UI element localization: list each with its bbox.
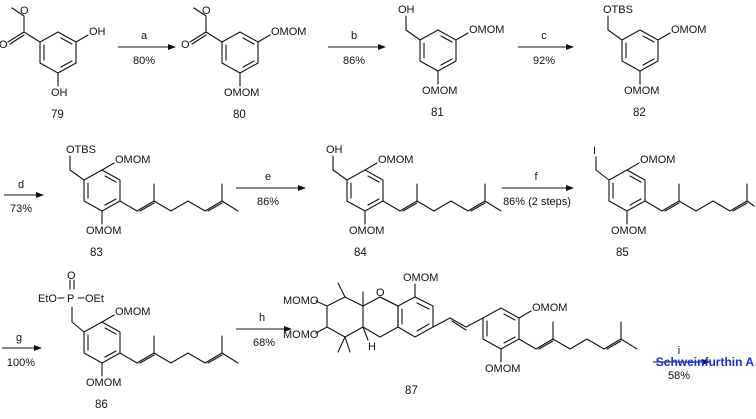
compound-number: 81 (431, 107, 444, 119)
ring-oxygen-label: O (376, 287, 385, 299)
compound-number: 85 (616, 247, 629, 259)
reaction-arrow-i: i 58% (653, 345, 710, 382)
reaction-arrow-h: h 68% (236, 312, 292, 349)
step-yield: 58% (668, 370, 690, 382)
compound-number: 84 (354, 247, 367, 259)
compound-number: 87 (405, 385, 418, 397)
step-letter: e (265, 171, 271, 183)
compound-83: OTBS OMOM OMOM 83 (66, 144, 239, 259)
compound-87: MOMO MOMO O OMOM H OMOM OMOM 87 (283, 272, 638, 397)
reaction-arrow-g: g 100% (2, 332, 42, 369)
substituent-label: OMOM (624, 85, 659, 97)
substituent-label: OH (89, 26, 106, 38)
step-letter: d (18, 179, 24, 191)
compound-80: O O OMOM OMOM 80 (181, 5, 306, 121)
substituent-label: OMOM (86, 377, 121, 389)
compound-number: 86 (95, 399, 108, 411)
phosphorus-label: P (67, 293, 74, 305)
step-letter: i (678, 345, 680, 357)
reaction-arrow-c: c 92% (518, 30, 574, 67)
substituent-label: OMOM (115, 306, 150, 318)
step-yield: 92% (533, 55, 555, 67)
compound-number: 79 (51, 109, 64, 121)
step-yield: 80% (133, 55, 155, 67)
step-yield: 100% (7, 357, 35, 369)
phosphoryl-oxygen-label: O (67, 270, 76, 282)
substituent-label: OMOM (640, 154, 675, 166)
carbonyl-oxygen-label: O (0, 39, 8, 51)
substituent-label: OMOM (422, 85, 457, 97)
reaction-arrow-b: b 86% (328, 30, 386, 67)
substituent-label: OMOM (532, 302, 567, 314)
ester-oxygen-label: O (20, 5, 29, 17)
substituent-label: OMOM (224, 87, 259, 99)
carbonyl-oxygen-label: O (181, 39, 190, 51)
compound-85: I OMOM OMOM 85 (593, 145, 755, 259)
step-letter: g (16, 332, 22, 344)
reaction-arrow-d: d 73% (4, 179, 44, 215)
substituent-label: OMOM (349, 225, 384, 237)
substituent-label: OMOM (403, 272, 438, 284)
substituent-label: OMOM (611, 225, 646, 237)
substituent-label: MOMO (283, 295, 319, 307)
substituent-label: OMOM (271, 26, 306, 38)
reaction-arrow-e: e 86% (236, 171, 306, 208)
compound-86: EtO OEt P O OMOM OMOM 86 (38, 270, 239, 411)
step-letter: h (259, 312, 265, 324)
reaction-arrow-a: a 80% (118, 30, 176, 67)
substituent-label: OH (326, 144, 343, 156)
compound-number: 82 (633, 107, 646, 119)
substituent-label: OEt (85, 293, 104, 305)
step-letter: f (534, 171, 538, 183)
compound-number: 80 (233, 109, 246, 121)
reaction-arrow-f: f 86% (2 steps) (502, 171, 574, 208)
compound-79: O O OH OH 79 (0, 5, 106, 121)
ring-junction-h-label: H (368, 341, 376, 353)
substituent-label: OTBS (603, 4, 633, 16)
substituent-label: OMOM (115, 154, 150, 166)
substituent-label: OMOM (86, 225, 121, 237)
substituent-label: OH (51, 87, 68, 99)
step-letter: a (141, 30, 148, 42)
compound-84: OH OMOM OMOM 84 (326, 144, 502, 259)
substituent-label: OTBS (66, 144, 96, 156)
substituent-label: OMOM (671, 24, 706, 36)
substituent-label: MOMO (283, 329, 319, 341)
step-letter: b (351, 30, 357, 42)
substituent-label: EtO (38, 293, 57, 305)
compound-number: 83 (90, 247, 103, 259)
step-yield: 86% (257, 196, 279, 208)
target-product-label: Schweinfurthin A (656, 355, 755, 369)
step-yield: 86% (343, 55, 365, 67)
step-letter: c (541, 30, 547, 42)
step-yield: 86% (2 steps) (503, 196, 571, 208)
substituent-label: OMOM (378, 154, 413, 166)
substituent-label: OH (398, 4, 415, 16)
step-yield: 68% (253, 337, 275, 349)
compound-82: OTBS OMOM OMOM 82 (603, 4, 706, 119)
substituent-label: OMOM (485, 363, 520, 375)
substituent-label: I (593, 145, 596, 157)
substituent-label: OMOM (469, 24, 504, 36)
step-yield: 73% (10, 203, 32, 215)
ester-oxygen-label: O (202, 5, 211, 17)
compound-81: OH OMOM OMOM 81 (398, 4, 504, 119)
